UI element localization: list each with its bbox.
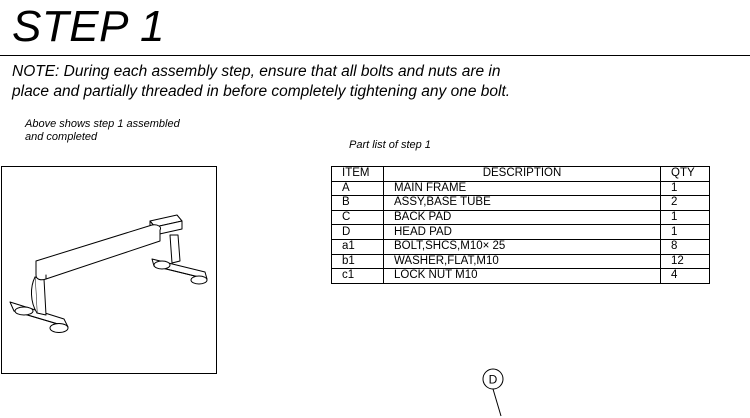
figure-caption-line-1: Above shows step 1 assembled — [25, 118, 180, 130]
row-description: ASSY,BASE TUBE — [383, 195, 661, 211]
parts-list-caption: Part list of step 1 — [349, 139, 431, 151]
table-header-row: ITEM DESCRIPTION QTY — [331, 166, 710, 182]
row-qty: 4 — [660, 268, 710, 284]
note-line-2: place and partially threaded in before c… — [12, 83, 511, 100]
row-description: BOLT,SHCS,M10× 25 — [383, 238, 661, 255]
header-item: ITEM — [331, 166, 384, 182]
flat-bench-drawing — [9, 214, 208, 333]
title-divider — [0, 55, 750, 56]
figure-caption: Above shows step 1 assembled and complet… — [25, 118, 195, 144]
step-title: STEP 1 — [12, 2, 165, 51]
parts-list-table: ITEM DESCRIPTION QTY A MAIN FRAME 1 B AS… — [331, 166, 710, 284]
callout-label: D — [489, 373, 498, 387]
row-item: c1 — [331, 268, 384, 284]
figure-caption-line-2: and completed — [25, 131, 98, 143]
table-row: a1 BOLT,SHCS,M10× 25 8 — [331, 238, 710, 255]
row-item: b1 — [331, 253, 384, 270]
assembly-note: NOTE: During each assembly step, ensure … — [12, 62, 742, 102]
callout-leader-line — [492, 388, 502, 417]
note-line-1: NOTE: During each assembly step, ensure … — [12, 63, 501, 80]
assembled-bench-figure — [1, 166, 217, 374]
row-description: LOCK NUT M10 — [383, 268, 661, 284]
table-row: A MAIN FRAME 1 — [331, 180, 710, 197]
table-row: c1 LOCK NUT M10 4 — [331, 268, 710, 284]
row-description: MAIN FRAME — [383, 180, 661, 197]
